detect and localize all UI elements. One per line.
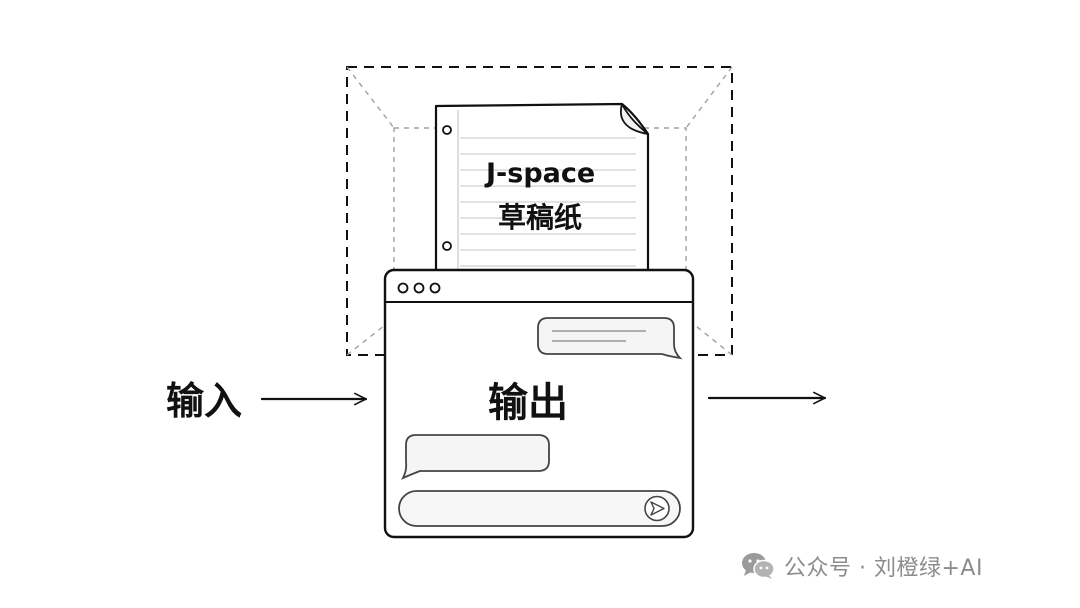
chat-bubble-right — [537, 317, 683, 360]
chat-bubble-left — [401, 434, 550, 480]
watermark: 公众号 · 刘橙绿+AI — [740, 550, 983, 582]
input-label: 输入 — [166, 379, 243, 423]
dashed-box — [346, 66, 733, 356]
wechat-icon — [742, 553, 775, 579]
scratch-paper-title: J-space — [486, 158, 596, 189]
window-dot-1 — [397, 282, 409, 294]
chat-window — [383, 268, 695, 539]
paper-rule-lines — [460, 137, 636, 267]
message-input[interactable] — [398, 490, 681, 527]
window-dot-3 — [429, 282, 441, 294]
watermark-text: 公众号 · 刘橙绿+AI — [784, 556, 983, 581]
output-label: 输出 — [488, 380, 568, 426]
binder-hole-top — [442, 125, 452, 135]
window-dot-2 — [413, 282, 425, 294]
binder-hole-bottom — [442, 241, 452, 251]
send-icon[interactable] — [644, 495, 670, 522]
scratch-paper-subtitle: 草稿纸 — [498, 201, 583, 234]
scratch-paper — [434, 102, 650, 282]
